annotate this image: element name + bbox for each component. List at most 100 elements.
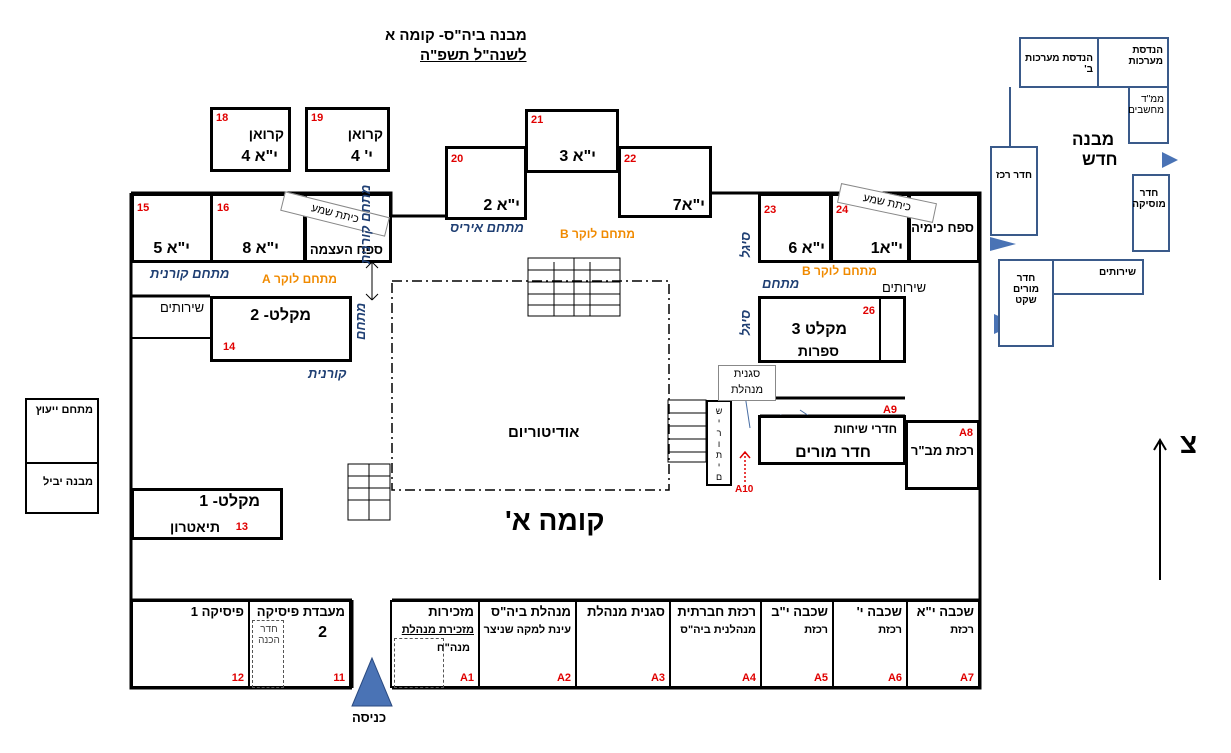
counseling-center: מתחם ייעוץ מבנה יביל (25, 398, 99, 514)
plan-subtitle: לשנה"ל תשפ"ה (420, 47, 527, 64)
coordinator-room: חדר רכז (990, 146, 1038, 236)
room-number: 11 (333, 672, 345, 684)
iris-zone: מתחם איריס (450, 220, 524, 235)
bottom-room: סגנית מנהלת A3 (575, 600, 671, 688)
toilet-letter: ם (715, 472, 723, 482)
room-extra: 2 (318, 624, 327, 641)
room-number: 15 (137, 202, 150, 214)
room-class: י"א 2 (483, 197, 520, 214)
room-number: A2 (556, 672, 571, 684)
room-number: A4 (741, 672, 756, 684)
room-name: מקלט- 1 (199, 493, 260, 510)
room-name: שכבה י"ב (771, 604, 828, 619)
room-21: 21 י"א 3 (525, 109, 619, 173)
room-name: ספח העצמה (309, 242, 383, 257)
room-subname: ספרות (797, 343, 839, 359)
room-number: 24 (836, 204, 849, 216)
koranit-zone: מתחם קורנית (150, 266, 230, 281)
room-subname: רכזת (804, 624, 828, 636)
toilet-letter: ש (715, 406, 723, 416)
room-name: רכזת מב"ר (910, 443, 974, 458)
room-class: י"א 3 (559, 148, 596, 165)
room-23: 23 י"א 6 (758, 193, 832, 263)
eng-label: הנדסת מערכות (1128, 45, 1163, 67)
room-number: 13 (235, 521, 248, 533)
room-name: קרואן (248, 126, 284, 142)
shelter-1: מקלט- 1 תיאטרון 13 (131, 488, 283, 540)
toilet-letter: ת (715, 450, 723, 460)
room-number: A8 (958, 427, 973, 439)
toilet-letter: י (717, 417, 721, 427)
music-label: חדר מוסיקה (1132, 188, 1166, 210)
locker-a-zone: מתחם לוקר A (262, 272, 337, 286)
room-class: י' 4 (351, 148, 373, 165)
room-number: A3 (650, 672, 665, 684)
prep-room-outline (252, 620, 284, 688)
room-number: 26 (862, 305, 875, 317)
room-number: A1 (459, 672, 474, 684)
shelter-3-toilets-divider (879, 296, 881, 363)
room-class: י"א 6 (788, 240, 825, 257)
room-name: מעבדת פיסיקה (256, 604, 345, 619)
sigal-vertical-2: סיגל (738, 309, 753, 336)
shelter-2: מקלט- 2 14 (210, 296, 352, 362)
room-22: 22 י"א7 (618, 146, 712, 218)
quiet-teachers-label: חדר מורים שקט (1012, 273, 1040, 306)
room-number: A6 (887, 672, 902, 684)
locker-b-zone-2: מתחם לוקר B (802, 264, 877, 278)
room-name: מזכירות (428, 604, 474, 619)
room-number: A7 (959, 672, 974, 684)
eng-b-room: הנדסת מערכות ב' (1019, 37, 1099, 88)
music-room: חדר מוסיקה (1132, 174, 1170, 252)
cs-label: ממ"ד מחשבים (1128, 94, 1164, 116)
room-number: 12 (231, 672, 244, 684)
vice-principal-label: סגנית מנהלת (730, 368, 764, 396)
room-number: 18 (216, 112, 229, 124)
quiet-teachers-room: חדר מורים שקט (998, 259, 1054, 347)
auditorium-label: אודיטוריום (508, 424, 580, 441)
sigal-zone-label: מתחם (762, 276, 800, 291)
bottom-room: מזכירות מזכירת מנהלת מנה"ח A1 (390, 600, 480, 688)
new-toilets-label: שירותים (1098, 267, 1136, 278)
room-20: 20 י"א 2 (445, 146, 527, 220)
mitcham-vertical: מתחם (353, 302, 368, 340)
prep-room-label: חדר הכנה (258, 624, 280, 646)
room-number: 20 (451, 153, 464, 165)
sigal-vertical-1: סיגל (738, 231, 753, 258)
shelter-3: מקלט 3 ספרות 26 (758, 296, 906, 363)
room-class: י"א 4 (241, 148, 278, 165)
room-subname-2: מנה"ח (436, 642, 470, 654)
room-name: שכבה י' (856, 604, 902, 619)
room-number: 23 (764, 204, 777, 216)
room-number: 16 (217, 202, 230, 214)
room-name: קרואן (347, 126, 383, 142)
north-label: צ (1180, 428, 1198, 459)
room-subname: מזכירת מנהלת (401, 624, 474, 636)
a10-label: A10 (735, 484, 754, 495)
room-number: A5 (813, 672, 828, 684)
toilets-right: שירותים (882, 280, 927, 295)
koranit-label: קורנית (308, 366, 347, 381)
counseling-label: מתחם ייעוץ (35, 404, 93, 416)
room-class: י"א7 (672, 197, 705, 214)
teachers-room: A9 חדרי שיחות חדר מורים (758, 404, 906, 465)
room-class: י"א1 (870, 240, 903, 257)
coordinator-label: חדר רכז (995, 170, 1032, 181)
room-class: י"א 8 (242, 240, 279, 257)
room-number: 19 (311, 112, 324, 124)
room-19: 19 קרואן י' 4 (305, 107, 390, 172)
room-name: שכבה י"א (916, 604, 974, 619)
talk-rooms-label: חדרי שיחות (834, 422, 897, 436)
bottom-room: מעבדת פיסיקה 2 חדר הכנה 11 (248, 600, 351, 688)
room-name: מקלט- 2 (250, 307, 311, 324)
room-name: סגנית מנהלת (587, 604, 665, 619)
vice-principal-callout: סגנית מנהלת (718, 365, 776, 401)
accounts-room-outline (394, 638, 444, 688)
room-18: 18 קרואן י"א 4 (210, 107, 291, 172)
room-15: 15 י"א 5 (131, 193, 213, 263)
new-toilets: שירותים (1052, 259, 1144, 295)
